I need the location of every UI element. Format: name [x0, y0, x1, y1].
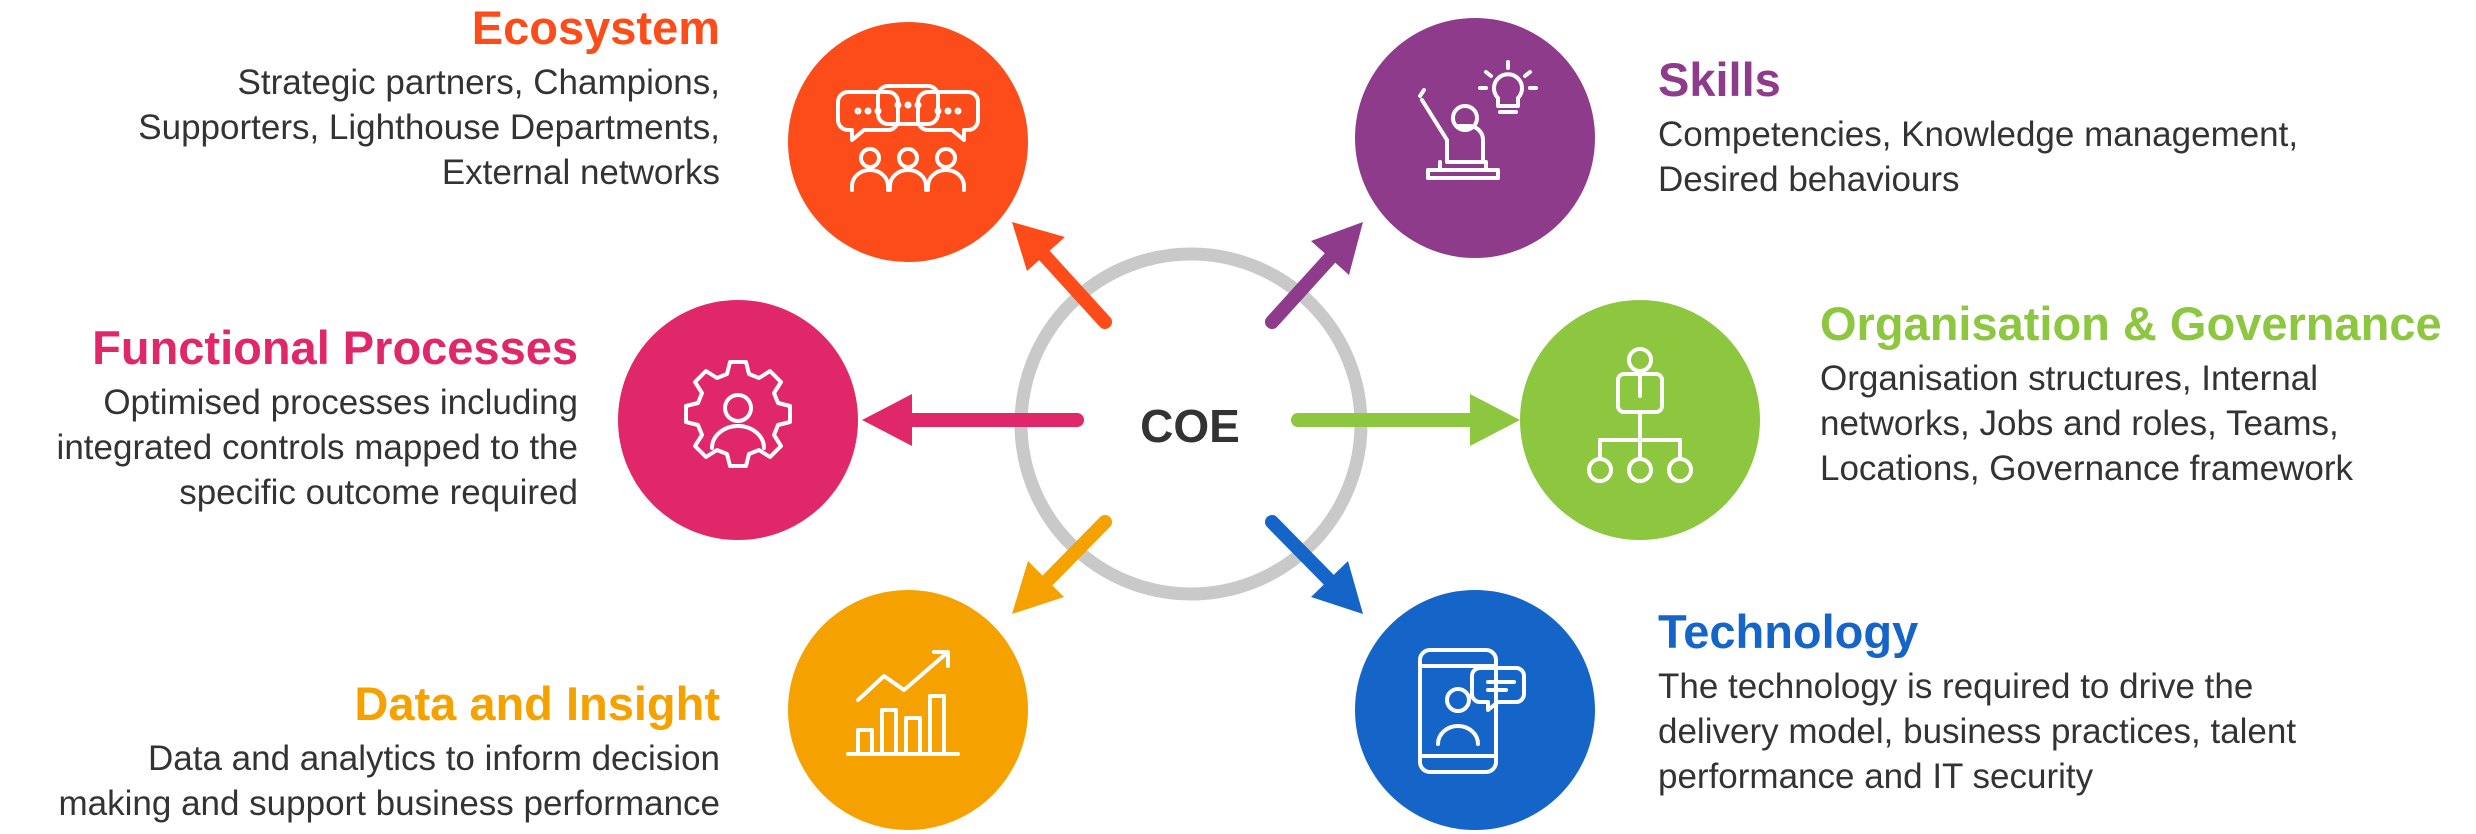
skills-description: Competencies, Knowledge management, Desi… — [1658, 115, 2299, 199]
technology-title: Technology — [1658, 605, 1919, 658]
ecosystem-circle — [788, 22, 1028, 262]
mobile-chat-icon — [1418, 648, 1526, 774]
skills-title: Skills — [1658, 53, 1781, 106]
organisation-governance-text: Organisation & Governance Organisation s… — [1820, 296, 2442, 491]
ecosystem-title: Ecosystem — [471, 1, 720, 54]
data-insight-description: Data and analytics to inform decision ma… — [58, 739, 720, 823]
technology-circle — [1355, 590, 1595, 830]
ecosystem-description: Strategic partners, Champions, Supporter… — [138, 63, 720, 192]
data-insight-text: Data and Insight Data and analytics to i… — [0, 676, 720, 826]
chat-people-icon — [836, 84, 980, 192]
skills-circle — [1355, 18, 1595, 258]
data-insight-title: Data and Insight — [354, 677, 720, 730]
data-insight-circle — [788, 590, 1028, 830]
functional-processes-title: Functional Processes — [92, 321, 578, 374]
arrow-skills — [1265, 222, 1363, 329]
gear-person-icon — [684, 360, 792, 468]
technology-text: Technology The technology is required to… — [1658, 604, 2296, 799]
arrow-organisation-governance — [1291, 394, 1520, 446]
technology-description: The technology is required to drive the … — [1658, 667, 2297, 796]
arrow-ecosystem — [1012, 222, 1112, 329]
arrow-functional-processes — [862, 394, 1084, 446]
raise-hand-idea-icon — [1418, 60, 1538, 180]
arrow-technology — [1265, 515, 1363, 614]
ecosystem-text: Ecosystem Strategic partners, Champions,… — [0, 0, 720, 195]
organisation-governance-title: Organisation & Governance — [1820, 297, 2442, 350]
coe-label: COE — [1140, 400, 1240, 452]
growth-chart-icon — [846, 650, 960, 756]
functional-processes-text: Functional Processes Optimised processes… — [0, 320, 578, 515]
arrow-data-insight — [1012, 515, 1112, 614]
org-structure-icon — [1587, 347, 1693, 483]
organisation-governance-description: Organisation structures, Internal networ… — [1820, 359, 2354, 488]
skills-text: Skills Competencies, Knowledge managemen… — [1658, 52, 2298, 202]
functional-processes-description: Optimised processes including integrated… — [56, 383, 578, 512]
